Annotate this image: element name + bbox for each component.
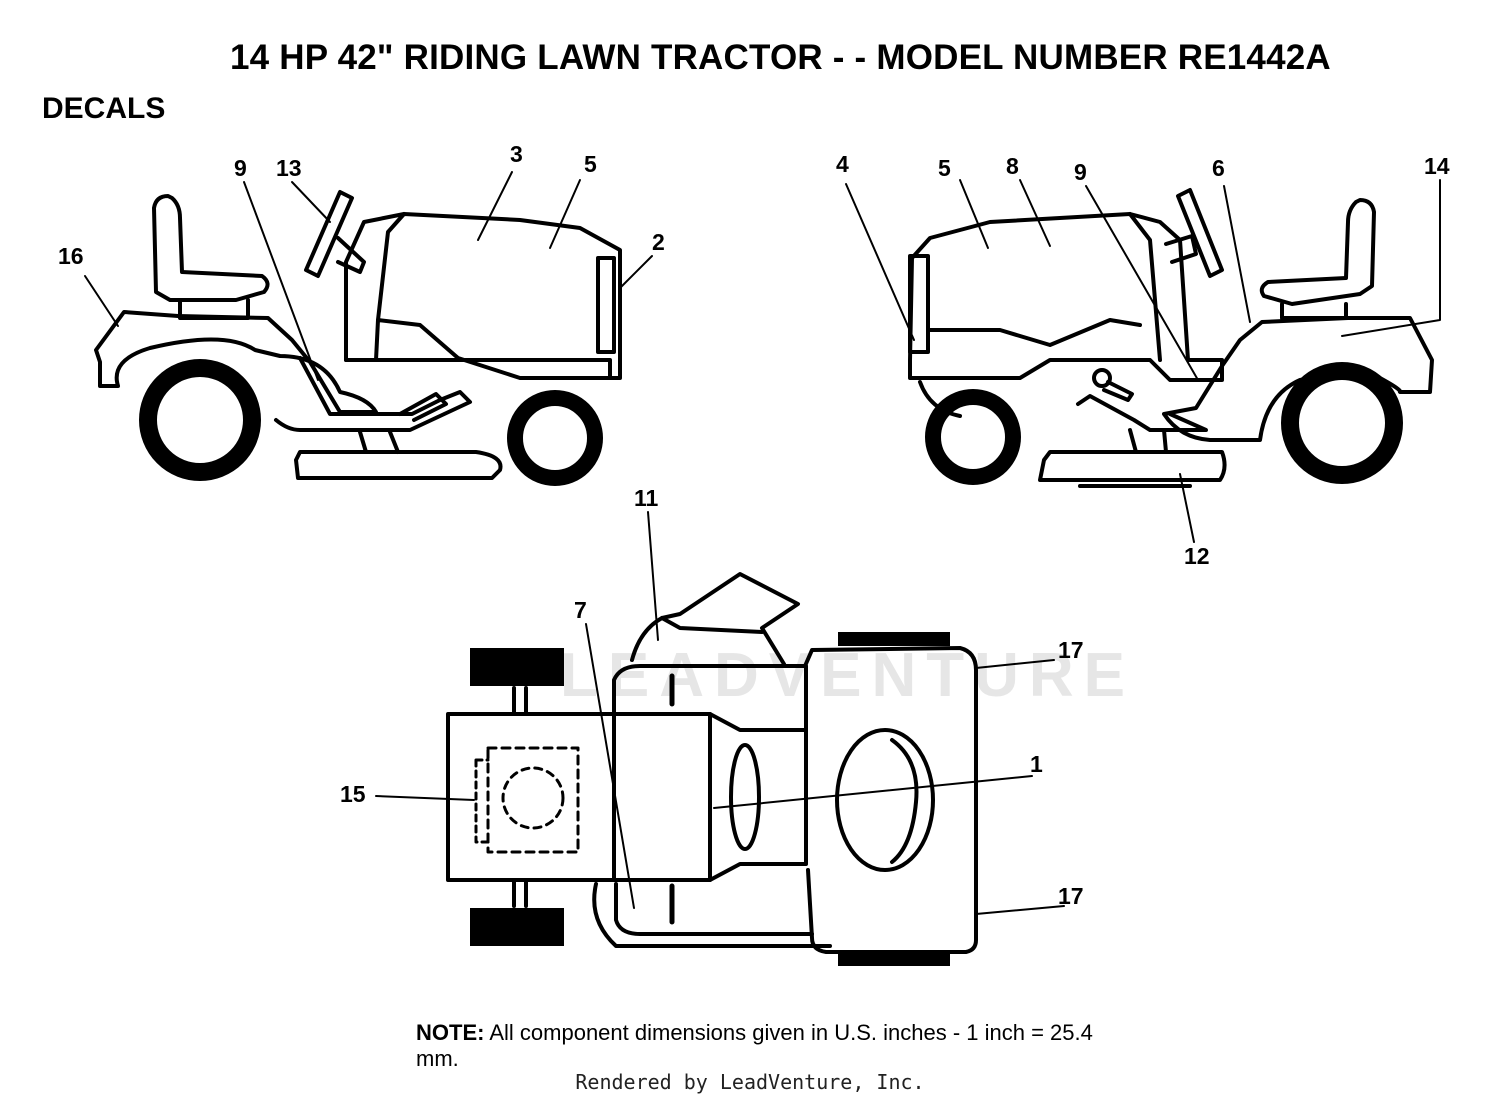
callout-1: 1 [1030, 751, 1043, 777]
callout-6: 6 [1212, 155, 1225, 181]
callout-17-bottom: 17 [1058, 883, 1084, 909]
page-title: 14 HP 42" RIDING LAWN TRACTOR - - MODEL … [230, 38, 1331, 77]
tractor-right-view [908, 188, 1434, 488]
callout-5-right: 5 [938, 155, 951, 181]
tractor-left-view [94, 190, 622, 480]
callout-11: 11 [634, 485, 659, 511]
callout-13: 13 [276, 155, 302, 181]
callout-15: 15 [340, 781, 366, 807]
callout-8: 8 [1006, 153, 1019, 179]
callout-16: 16 [58, 243, 84, 269]
callout-4: 4 [836, 151, 849, 177]
note-label: NOTE: [416, 1020, 485, 1045]
tractor-top-view [446, 572, 978, 954]
callout-5-left: 5 [584, 151, 597, 177]
callout-9-left: 9 [234, 155, 247, 181]
callout-12: 12 [1184, 543, 1210, 569]
callout-7: 7 [574, 597, 587, 623]
callout-17-top: 17 [1058, 637, 1084, 663]
section-heading: DECALS [42, 92, 166, 125]
watermark-text: LEADVENTURE [560, 641, 1136, 710]
callout-9-right: 9 [1074, 159, 1087, 185]
note-text: All component dimensions given in U.S. i… [416, 1020, 1093, 1071]
callout-2: 2 [652, 229, 665, 255]
footer-credit: Rendered by LeadVenture, Inc. [575, 1070, 925, 1094]
callout-14: 14 [1424, 153, 1450, 179]
dimension-note: NOTE: All component dimensions given in … [416, 1020, 1116, 1072]
callout-3: 3 [510, 141, 523, 167]
